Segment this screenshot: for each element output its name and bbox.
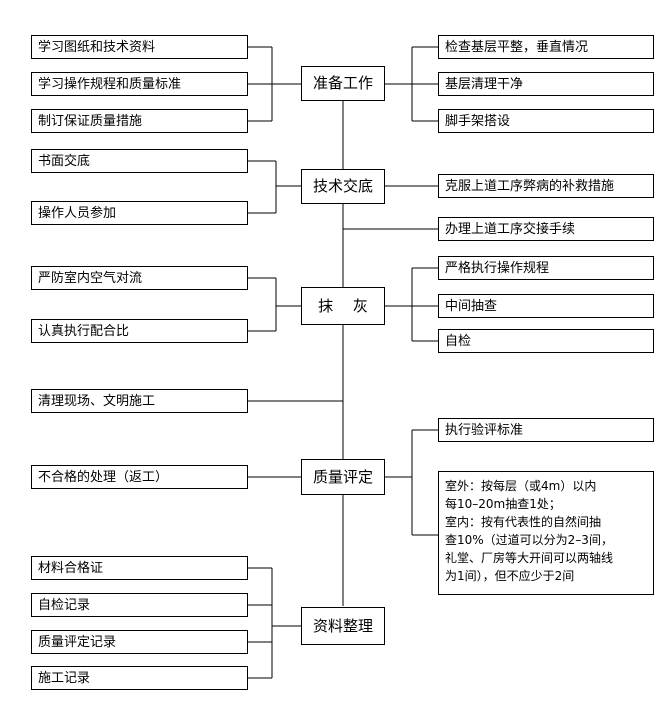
plaster-left-item: 认真执行配合比 bbox=[31, 319, 248, 343]
tech-right-item: 克服上道工序弊病的补救措施 bbox=[438, 174, 654, 198]
docs-left-item: 材料合格证 bbox=[31, 556, 248, 580]
prep-left-item: 学习操作规程和质量标准 bbox=[31, 72, 248, 96]
docs-left-item: 施工记录 bbox=[31, 666, 248, 690]
quality-sampling-note: 室外：按每层（或4m）以内 每10–20m抽查1处； 室内：按有代表性的自然间抽… bbox=[438, 471, 654, 595]
plaster-right-item: 自检 bbox=[438, 329, 654, 353]
stage-plastering: 抹 灰 bbox=[301, 287, 385, 325]
stage-tech-briefing: 技术交底 bbox=[301, 169, 385, 204]
docs-left-item: 质量评定记录 bbox=[31, 630, 248, 654]
note-line: 查10%（过道可以分为2–3间， bbox=[445, 533, 613, 547]
note-line: 礼堂、厂房等大开间可以两轴线 bbox=[445, 551, 614, 565]
tech-left-item: 操作人员参加 bbox=[31, 201, 248, 225]
stage-quality-assessment: 质量评定 bbox=[301, 459, 385, 495]
tech-left-item: 书面交底 bbox=[31, 149, 248, 173]
quality-right-item: 执行验评标准 bbox=[438, 418, 654, 442]
plaster-left-item: 严防室内空气对流 bbox=[31, 266, 248, 290]
prep-left-item: 学习图纸和技术资料 bbox=[31, 35, 248, 59]
prep-right-item: 基层清理干净 bbox=[438, 72, 654, 96]
prep-right-item: 脚手架搭设 bbox=[438, 109, 654, 133]
clean-site-item: 清理现场、文明施工 bbox=[31, 389, 248, 413]
tech-right-item: 办理上道工序交接手续 bbox=[438, 217, 654, 241]
note-line: 室外：按每层（或4m）以内 bbox=[445, 479, 597, 493]
plaster-right-item: 严格执行操作规程 bbox=[438, 256, 654, 280]
stage-prep: 准备工作 bbox=[301, 66, 385, 101]
quality-left-item: 不合格的处理（返工） bbox=[31, 465, 248, 489]
stage-documents: 资料整理 bbox=[301, 607, 385, 645]
prep-left-item: 制订保证质量措施 bbox=[31, 109, 248, 133]
plaster-right-item: 中间抽查 bbox=[438, 294, 654, 318]
note-line: 每10–20m抽查1处； bbox=[445, 497, 561, 511]
note-line: 为1间），但不应少于2间 bbox=[445, 569, 575, 583]
note-line: 室内：按有代表性的自然间抽 bbox=[445, 515, 602, 529]
docs-left-item: 自检记录 bbox=[31, 593, 248, 617]
prep-right-item: 检查基层平整，垂直情况 bbox=[438, 35, 654, 59]
